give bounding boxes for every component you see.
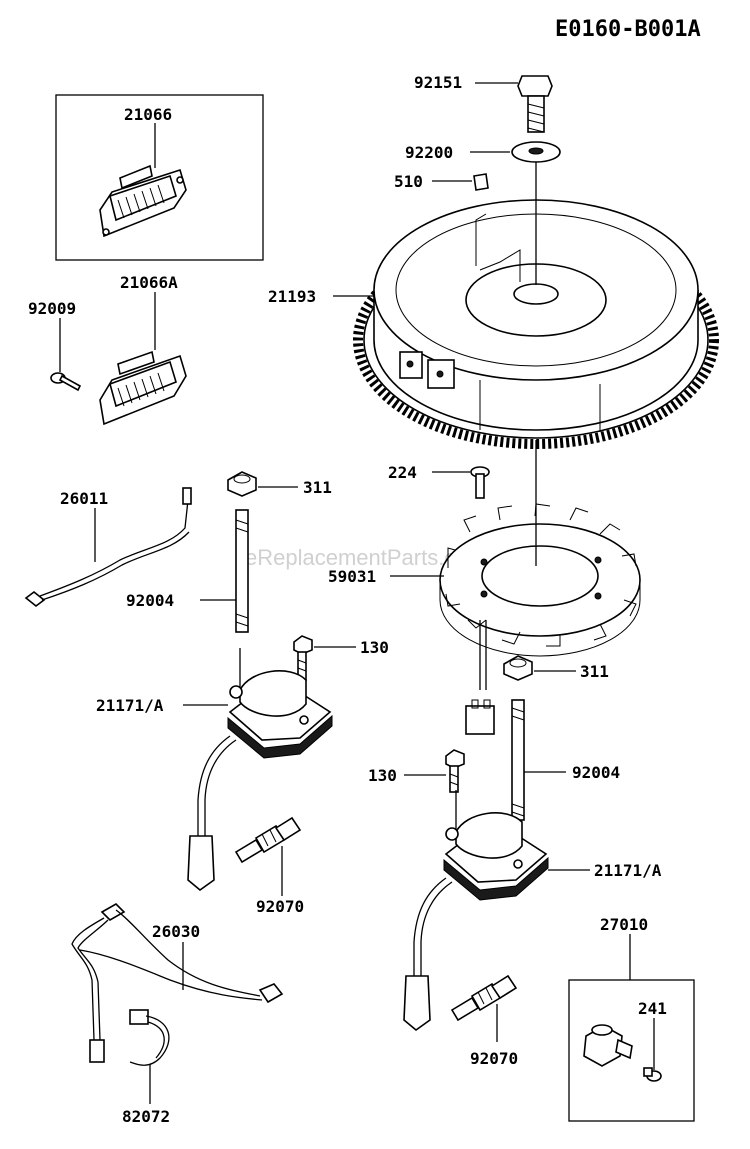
label-311-right: 311 [580,662,609,681]
label-59031: 59031 [328,567,376,586]
label-92070-left: 92070 [256,897,304,916]
ignition-coil-left[interactable] [187,670,333,892]
label-21171A-right: 21171/A [594,861,662,880]
label-92070-right: 92070 [470,1049,518,1068]
regulator-21066-box [55,94,264,261]
key-510[interactable] [473,173,489,191]
label-21193: 21193 [268,287,316,306]
label-26030: 26030 [152,922,200,941]
stud-92004-right[interactable] [511,699,525,821]
label-92004-right: 92004 [572,763,620,782]
label-130-upper: 130 [360,638,389,657]
label-21171A-left: 21171/A [96,696,164,715]
label-311-left: 311 [303,478,332,497]
label-21066: 21066 [124,105,172,124]
label-82072: 82072 [122,1107,170,1126]
stator-59031[interactable] [439,503,641,735]
washer-92200[interactable] [511,141,561,163]
bolt-92151[interactable] [517,75,553,133]
regulator-21066A[interactable] [99,350,187,426]
label-27010: 27010 [600,915,648,934]
label-26011: 26011 [60,489,108,508]
label-241: 241 [638,999,667,1018]
screw-241[interactable] [643,1067,662,1082]
screw-92009[interactable] [50,372,82,392]
spark-plug-right[interactable] [450,974,518,1022]
screw-130-lower[interactable] [445,749,465,793]
nut-311-left[interactable] [227,471,257,497]
label-92009: 92009 [28,299,76,318]
label-510: 510 [394,172,423,191]
screw-224[interactable] [470,466,490,499]
oil-switch-27010[interactable] [583,1024,633,1067]
reference-code: E0160-B001A [555,17,701,42]
band-82072[interactable] [129,1009,170,1066]
label-92004-left: 92004 [126,591,174,610]
lead-wire-26011[interactable] [24,487,192,608]
regulator-21066[interactable] [99,164,187,238]
label-92200: 92200 [405,143,453,162]
ignition-coil-right[interactable] [403,812,549,1032]
spark-plug-left[interactable] [234,816,302,864]
label-92151: 92151 [414,73,462,92]
label-130-lower: 130 [368,766,397,785]
label-224: 224 [388,463,417,482]
stud-92004-left[interactable] [235,509,249,633]
flywheel-21193[interactable] [353,199,719,449]
label-21066A: 21066A [120,273,178,292]
lead-wire-26030[interactable] [71,903,284,1063]
oil-switch-27010-box [568,979,695,1122]
nut-311-right[interactable] [503,655,533,681]
